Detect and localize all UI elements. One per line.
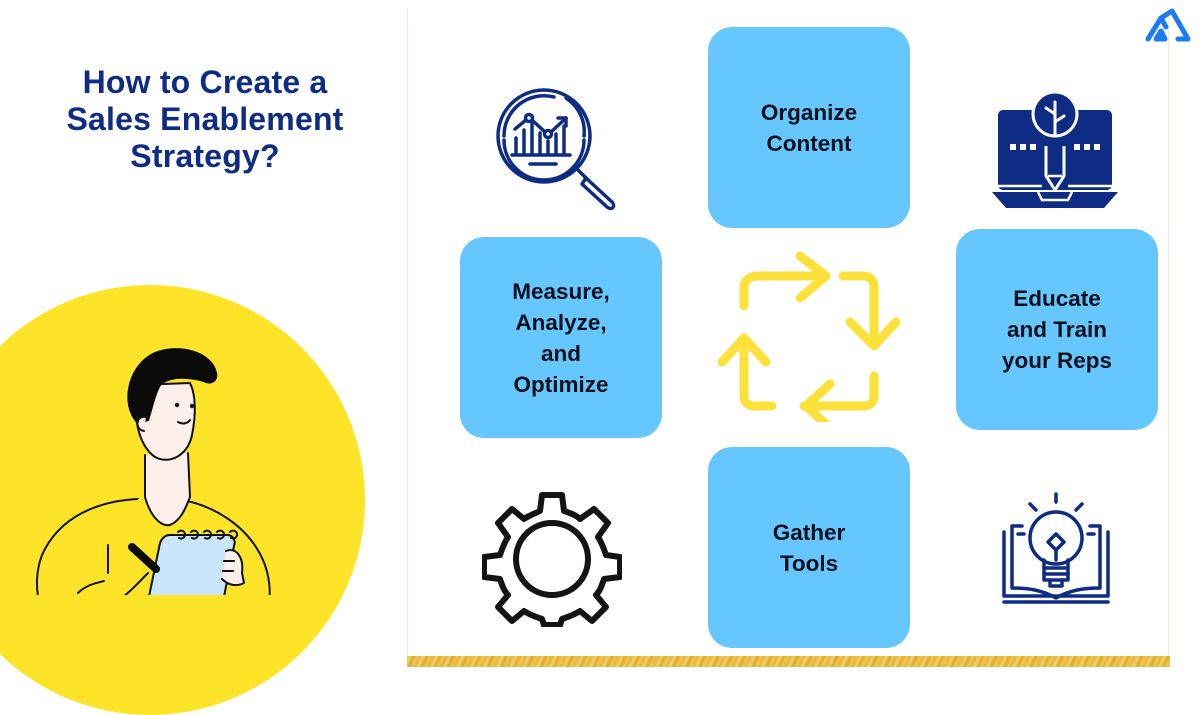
- gold-bar-divider: [407, 656, 1170, 667]
- card-line: Analyze,: [515, 309, 607, 335]
- lightbulb-book-icon: [994, 490, 1118, 610]
- cycle-arrows-icon: [718, 248, 900, 422]
- card-line: Gather: [772, 519, 846, 545]
- card-line: Organize: [760, 99, 858, 125]
- analytics-magnifier-icon: [494, 86, 624, 212]
- step-card-educate-and-train: Educate and Train your Reps: [956, 229, 1158, 430]
- step-card-organize-content: Organize Content: [708, 27, 910, 228]
- card-line: Tools: [779, 550, 839, 576]
- title-line-2: Sales Enablement: [66, 101, 344, 137]
- step-card-gather-tools: Gather Tools: [708, 447, 910, 648]
- steps-panel: [407, 8, 1169, 666]
- card-line: Optimize: [513, 371, 609, 397]
- laptop-pen-icon: [992, 90, 1118, 210]
- card-line: Content: [766, 130, 852, 156]
- step-card-measure-analyze-optimize: Measure, Analyze, and Optimize: [460, 237, 662, 438]
- card-line: Measure,: [512, 278, 610, 304]
- page-title: How to Create a Sales Enablement Strateg…: [10, 64, 400, 175]
- card-line: and: [540, 340, 581, 366]
- title-line-3: Strategy?: [130, 138, 280, 174]
- card-line: your Reps: [1001, 348, 1113, 373]
- person-with-notepad-illustration: [20, 325, 280, 595]
- card-line: Educate: [1013, 286, 1101, 311]
- title-line-1: How to Create a: [82, 64, 328, 100]
- mountain-logo-icon: [1144, 7, 1192, 43]
- gear-icon: [482, 487, 622, 627]
- card-line: and Train: [1006, 317, 1108, 342]
